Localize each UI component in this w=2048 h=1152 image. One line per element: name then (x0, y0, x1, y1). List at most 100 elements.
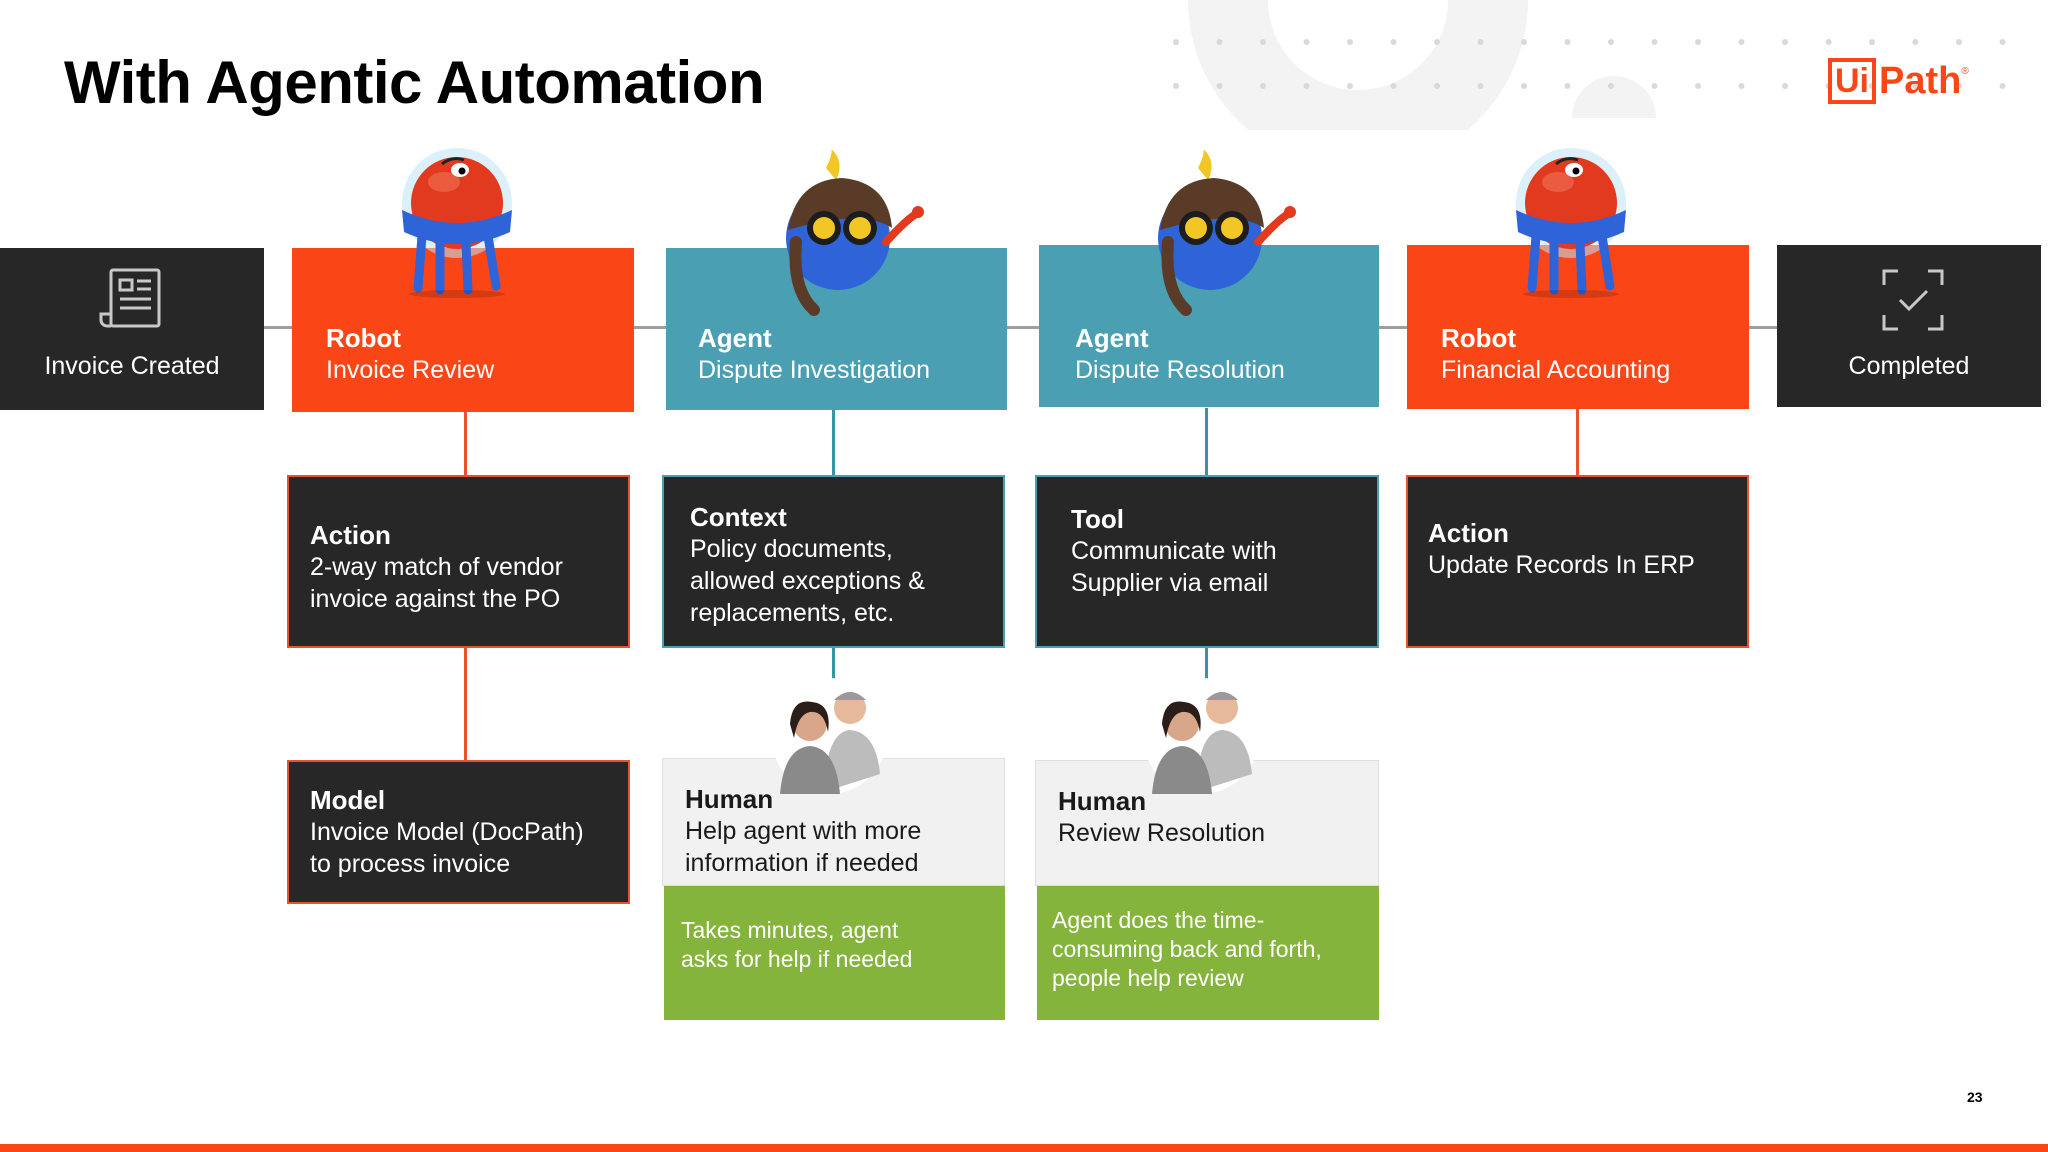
human-label: Human Review Resolution (1058, 785, 1265, 849)
bottom-accent-bar (0, 1144, 2048, 1152)
decor-dot (1651, 39, 1658, 45)
decor-dot (1347, 83, 1353, 89)
human-box-help: Human Help agent with more information i… (662, 758, 1005, 886)
connector-vertical (832, 648, 835, 708)
step-label: Agent Dispute Resolution (1075, 322, 1285, 386)
note-line: people help review (1052, 965, 1244, 991)
decor-dot (1825, 39, 1832, 45)
note-text: Agent does the time- consuming back and … (1052, 906, 1322, 993)
detail-line: replacements, etc. (690, 599, 895, 627)
decor-dot (1390, 39, 1397, 45)
human-line: Review Resolution (1058, 819, 1266, 847)
decor-dot (1956, 83, 1962, 89)
step-name: Invoice Review (326, 356, 495, 384)
detail-action-erp: Action Update Records In ERP (1406, 475, 1749, 648)
logo-path-text: Path (1879, 59, 1962, 102)
decor-dot (1695, 83, 1701, 89)
model-box: Model Invoice Model (DocPath) to process… (287, 760, 630, 904)
page-number: 23 (1967, 1089, 1983, 1105)
agent-mascot (786, 150, 924, 316)
start-node-label: Invoice Created (44, 352, 220, 380)
agent-mascot (1158, 150, 1296, 316)
decor-dot (1434, 39, 1440, 45)
decor-dot (1608, 39, 1614, 45)
logo-registered-mark: ® (1961, 66, 1969, 77)
document-icon (99, 268, 161, 328)
connector-vertical (464, 410, 467, 475)
note-line: Agent does the time- (1052, 907, 1265, 933)
decor-dot (1912, 83, 1919, 89)
decor-dot (1260, 39, 1266, 45)
detail-label: Tool Communicate with Supplier via email (1071, 503, 1277, 599)
connector-vertical (1205, 408, 1208, 475)
human-label: Human Help agent with more information i… (685, 783, 921, 879)
decor-dot (1869, 39, 1875, 45)
detail-title: Tool (1071, 504, 1124, 534)
decor-dot (1608, 83, 1614, 89)
connector-agent-agent (1007, 326, 1039, 329)
step-label: Robot Financial Accounting (1441, 322, 1670, 386)
connector-robot-agent (634, 326, 666, 329)
decor-dot (1173, 39, 1179, 45)
human-title: Human (1058, 786, 1147, 816)
check-frame-icon (1882, 269, 1944, 331)
note-line: consuming back and forth, (1052, 936, 1322, 962)
people-photo (771, 678, 887, 794)
detail-context-policy: Context Policy documents, allowed except… (662, 475, 1005, 648)
decor-dot (1521, 83, 1527, 89)
step-type: Agent (1075, 323, 1149, 353)
decor-dot (1782, 83, 1788, 89)
human-title: Human (685, 784, 774, 814)
detail-line: Update Records In ERP (1428, 551, 1695, 579)
detail-title: Action (310, 520, 391, 550)
decor-dot (1521, 39, 1527, 45)
decor-dot (1999, 39, 2006, 45)
human-note-help: Takes minutes, agent asks for help if ne… (664, 886, 1005, 1020)
detail-tool-email: Tool Communicate with Supplier via email (1035, 475, 1379, 648)
connector-agent-robot (1379, 326, 1407, 329)
model-line: to process invoice (310, 850, 511, 878)
note-line: Takes minutes, agent (681, 917, 899, 943)
people-photo (1143, 678, 1259, 794)
robot-mascot (402, 148, 512, 298)
decor-dot (1303, 83, 1310, 89)
uipath-logo: Ui Path ® (1828, 58, 1969, 104)
decor-dot (1434, 83, 1440, 89)
robot-mascot (1516, 148, 1626, 298)
decor-dot (1216, 83, 1223, 89)
detail-line: Communicate with (1071, 537, 1277, 565)
step-name: Dispute Investigation (698, 356, 931, 384)
detail-action-match: Action 2-way match of vendor invoice aga… (287, 475, 630, 648)
decor-dot (1303, 39, 1310, 45)
page-title: With Agentic Automation (64, 49, 765, 116)
connector-start-robot (264, 326, 292, 329)
model-line: Invoice Model (DocPath) (310, 818, 584, 846)
detail-line: 2-way match of vendor (310, 553, 563, 581)
detail-line: allowed exceptions & (690, 567, 925, 595)
decor-dot (1782, 39, 1788, 45)
human-line: Help agent with more (685, 817, 922, 845)
decor-dot (1695, 39, 1701, 45)
background-decoration (1173, 0, 2006, 130)
detail-label: Context Policy documents, allowed except… (690, 501, 925, 629)
connector-robot-end (1749, 326, 1777, 329)
detail-line: Supplier via email (1071, 569, 1269, 597)
decor-dot (1477, 83, 1484, 89)
decor-dot (1347, 39, 1353, 45)
model-title: Model (310, 785, 386, 815)
decor-dot (1564, 39, 1571, 45)
connector-vertical (1205, 648, 1208, 708)
connector-vertical (1576, 408, 1579, 475)
decor-dot (1564, 83, 1571, 89)
decor-dot (1173, 83, 1179, 89)
connector-vertical (832, 410, 835, 475)
detail-label: Action Update Records In ERP (1428, 517, 1695, 581)
human-note-review: Agent does the time- consuming back and … (1037, 886, 1379, 1020)
detail-title: Action (1428, 518, 1509, 548)
connector-vertical (464, 648, 467, 760)
end-node: Completed (1777, 245, 2041, 407)
step-label: Robot Invoice Review (326, 322, 494, 386)
decor-dot (1477, 39, 1484, 45)
logo-ui-box: Ui (1828, 58, 1876, 104)
detail-label: Action 2-way match of vendor invoice aga… (310, 519, 563, 615)
